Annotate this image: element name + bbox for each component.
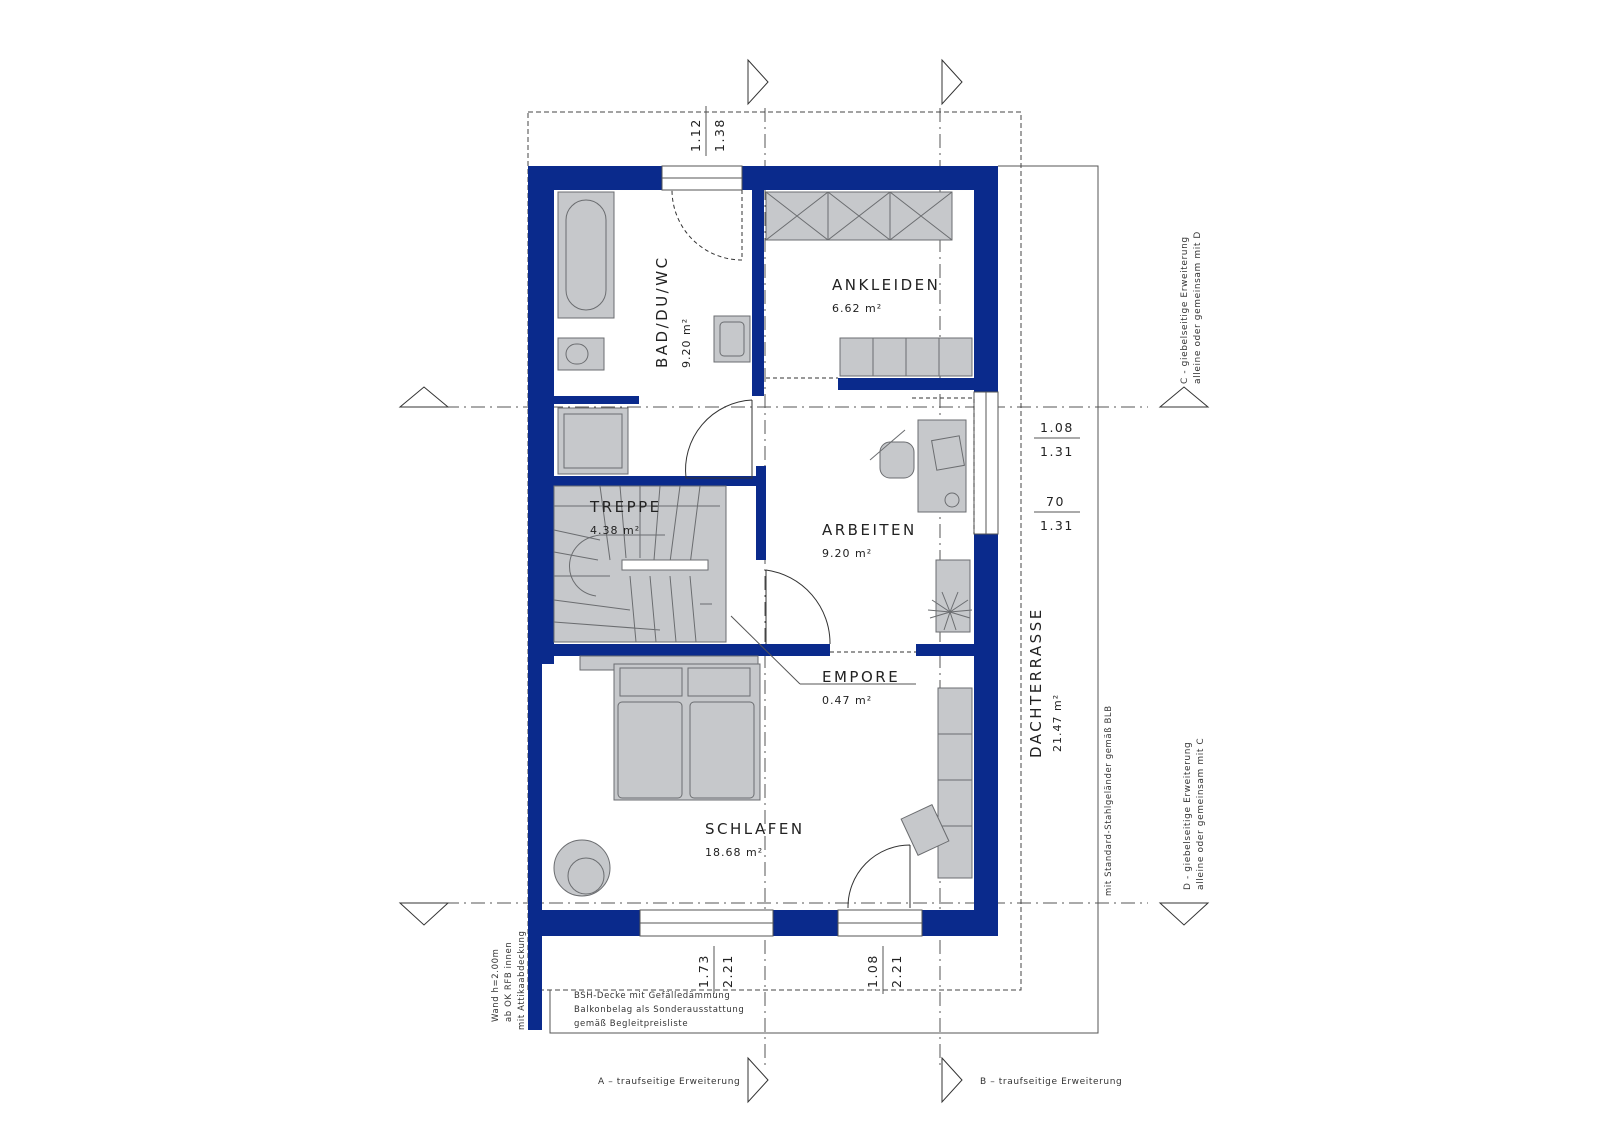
note-wall-height-3: mit Attikaabdeckung [517, 931, 527, 1030]
bathtub [557, 191, 615, 319]
note-deck-1: BSH-Decke mit Gefälledämmung [574, 991, 730, 1001]
room-area-ankleiden: 6.62 m² [832, 302, 882, 315]
walls [528, 166, 998, 1030]
bed [579, 655, 761, 801]
note-deck-3: gemäß Begleitpreisliste [574, 1019, 688, 1029]
note-wall-height-1: Wand h=2.00m [491, 949, 501, 1022]
wardrobe-schlafen [937, 687, 973, 879]
room-area-arbeiten: 9.20 m² [822, 547, 872, 560]
room-name-treppe: TREPPE [589, 498, 662, 516]
stairs [553, 485, 727, 643]
terrace-railing-outline [549, 165, 1099, 1034]
toilet [557, 337, 605, 371]
section-arrow-left-lower [398, 902, 450, 926]
note-ext-c-1: C - giebelseitige Erweiterung [1180, 236, 1190, 384]
note-ext-d-2: alleine oder gemeinsam mit C [1196, 738, 1206, 890]
plant [927, 591, 973, 631]
section-arrow-a-bottom [747, 1056, 769, 1104]
office-chair [869, 429, 915, 479]
section-arrows [398, 58, 1210, 1104]
dim-top-a: 1.12 [688, 118, 703, 152]
room-labels: BAD/DU/WC 9.20 m² ANKLEIDEN 6.62 m² TREP… [589, 255, 1064, 859]
note-ext-d-1: D - giebelseitige Erweiterung [1183, 742, 1193, 890]
washbasin [713, 315, 751, 363]
extension-outline [527, 111, 1022, 991]
dim-right-upper-a: 1.08 [1040, 420, 1074, 435]
note-ext-c-2: alleine oder gemeinsam mit D [1193, 231, 1203, 384]
section-arrow-left-upper [398, 386, 450, 408]
doors [671, 189, 975, 909]
note-ext-a: A – traufseitige Erweiterung [598, 1077, 740, 1087]
dim-bottom-door-b: 2.21 [889, 954, 904, 988]
dresser [839, 337, 973, 377]
room-name-empore: EMPORE [822, 668, 900, 686]
wardrobe-top [765, 191, 953, 241]
room-area-schlafen: 18.68 m² [705, 846, 763, 859]
section-arrow-a-top [747, 58, 769, 106]
room-name-dachterrasse: DACHTERRASSE [1027, 607, 1045, 758]
room-name-schlafen: SCHLAFEN [705, 820, 805, 838]
dimension-labels: 1.12 1.38 1.08 1.31 70 1.31 1.73 2.21 1.… [688, 106, 1080, 994]
desk [917, 419, 967, 513]
dim-right-lower-b: 1.31 [1040, 518, 1074, 533]
armchair-round [553, 839, 611, 897]
armchair-schlafen [900, 804, 950, 856]
dim-right-upper-b: 1.31 [1040, 444, 1074, 459]
section-arrow-c [1158, 386, 1210, 408]
room-area-treppe: 4.38 m² [590, 524, 640, 537]
windows [639, 165, 999, 937]
room-area-empore: 0.47 m² [822, 694, 872, 707]
room-name-arbeiten: ARBEITEN [822, 521, 917, 539]
note-wall-height-2: ab OK RFB innen [504, 942, 514, 1022]
room-area-dachterrasse: 21.47 m² [1051, 694, 1064, 752]
room-area-bad: 9.20 m² [680, 318, 693, 368]
note-deck-2: Balkonbelag als Sonderausstattung [574, 1005, 744, 1015]
dim-bottom-door-a: 1.08 [865, 954, 880, 988]
room-name-bad: BAD/DU/WC [653, 255, 671, 368]
section-arrow-d [1158, 902, 1210, 926]
notes: Wand h=2.00m ab OK RFB innen mit Attikaa… [491, 231, 1206, 1087]
dim-bottom-window-a: 1.73 [696, 954, 711, 988]
dim-right-lower-a: 70 [1046, 494, 1065, 509]
section-arrow-b-top [941, 58, 963, 106]
section-arrow-b-bottom [941, 1056, 963, 1104]
shower-tray [557, 407, 629, 475]
note-ext-b: B – traufseitige Erweiterung [980, 1077, 1122, 1087]
dim-top-b: 1.38 [712, 118, 727, 152]
dim-bottom-window-b: 2.21 [720, 954, 735, 988]
room-name-ankleiden: ANKLEIDEN [832, 276, 940, 294]
note-railing: mit Standard-Stahlgeländer gemäß BLB [1104, 705, 1114, 896]
